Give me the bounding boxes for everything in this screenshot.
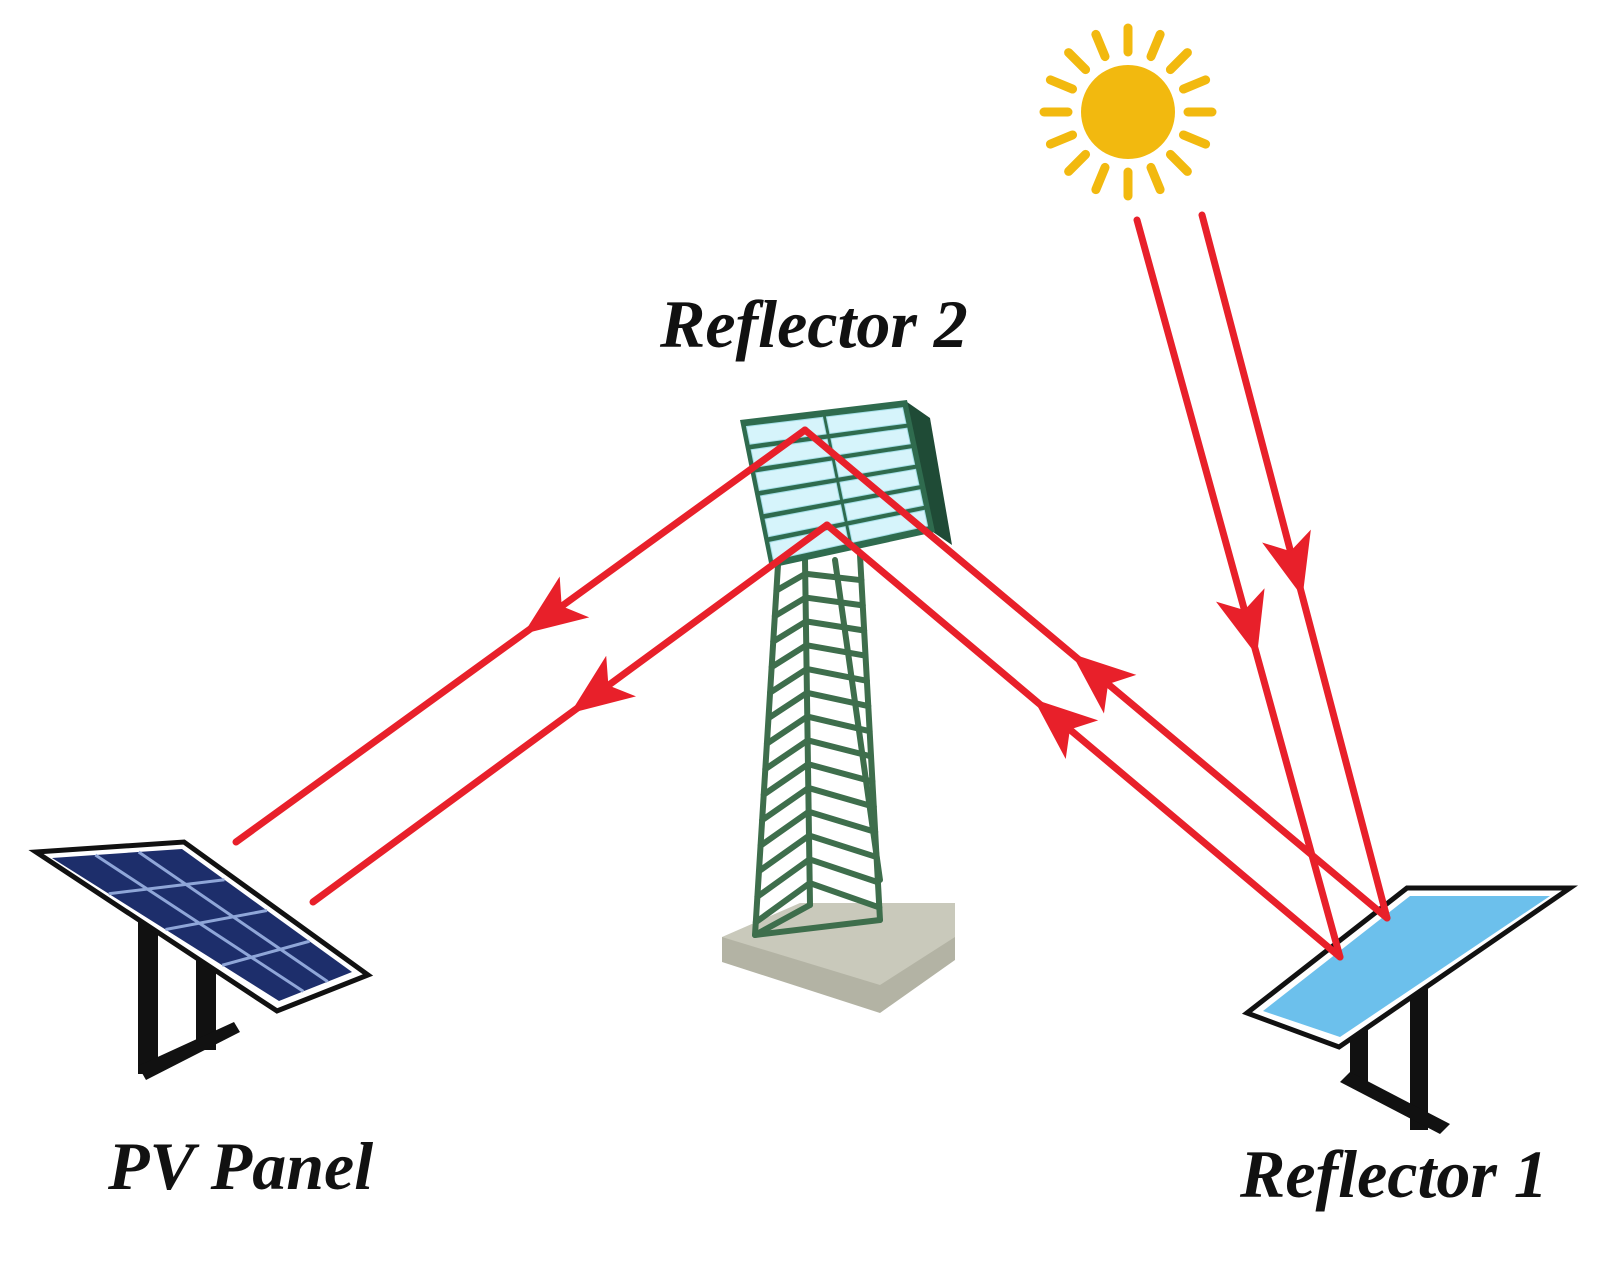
sun-ray (1045, 130, 1078, 149)
pv-stand-foot (138, 1022, 240, 1080)
sun-ray (1045, 75, 1078, 94)
tower-rung (752, 917, 883, 938)
sun-icon (1039, 23, 1217, 201)
reflector-2-mirror-cell (839, 468, 920, 500)
light-ray (823, 521, 1344, 961)
pv-panel-label: PV Panel (108, 1128, 374, 1204)
pv-stand-leg (138, 900, 158, 1074)
reflector-1-stand-leg (1410, 975, 1428, 1130)
sun-ray (1165, 48, 1192, 75)
light-ray (801, 426, 1391, 922)
tower-rung (759, 784, 877, 824)
tower-rung (767, 665, 870, 696)
tower-rung (760, 761, 876, 798)
light-ray (1133, 216, 1344, 961)
tower-rung (755, 832, 880, 875)
pv-grid-line (94, 853, 305, 993)
reflector-2-mirror-cell (825, 407, 907, 435)
tower-rung (757, 808, 879, 849)
light-ray (232, 426, 809, 846)
reflector-1-label: Reflector 1 (1240, 1136, 1548, 1212)
tower-rung (773, 570, 865, 594)
tower-rung (763, 713, 873, 747)
tower-rung (770, 618, 868, 645)
reflector-2-side (907, 402, 952, 545)
tower-leg (802, 557, 813, 908)
tower-rung (752, 902, 813, 938)
lattice-tower-icon (722, 552, 955, 1013)
reflector-2-mirror-cell (759, 482, 841, 515)
pv-grid-line (108, 878, 225, 896)
tower-rung (768, 642, 869, 671)
tower-leg (752, 562, 781, 938)
sun-ray (1064, 149, 1091, 176)
sun-ray (1146, 29, 1165, 62)
sun-ray (1178, 130, 1211, 149)
sun-ray (1091, 29, 1110, 62)
sun-ray (1064, 48, 1091, 75)
reflector-2-mirror-cell (843, 489, 924, 522)
tower-rung (762, 737, 875, 773)
tower-rung (771, 594, 866, 620)
light-ray (1198, 211, 1391, 922)
reflector-2-label: Reflector 2 (660, 286, 968, 362)
sun-ray (1178, 75, 1211, 94)
sun-ray (1146, 162, 1165, 195)
reflector-1-stand-foot (1340, 1072, 1450, 1134)
light-ray (309, 521, 831, 906)
reflector-2-mirror-cell (745, 416, 827, 445)
pv-grid-line (221, 939, 310, 967)
sun-ray (1165, 149, 1192, 176)
reflector-1-surface (1263, 896, 1550, 1037)
tower-leg (832, 557, 883, 883)
flat-mirror-icon (1241, 885, 1579, 1134)
solar-panel-icon (28, 839, 374, 1080)
tower-rung (765, 689, 872, 722)
pv-grid-line (137, 850, 329, 983)
reflector-2-mirror-cell (764, 504, 845, 538)
tower-rung (752, 880, 883, 926)
reflector-2-mirror-cell (755, 460, 836, 491)
pv-grid-line (165, 909, 268, 931)
tower-rung (754, 856, 881, 900)
sun-ray (1091, 162, 1110, 195)
